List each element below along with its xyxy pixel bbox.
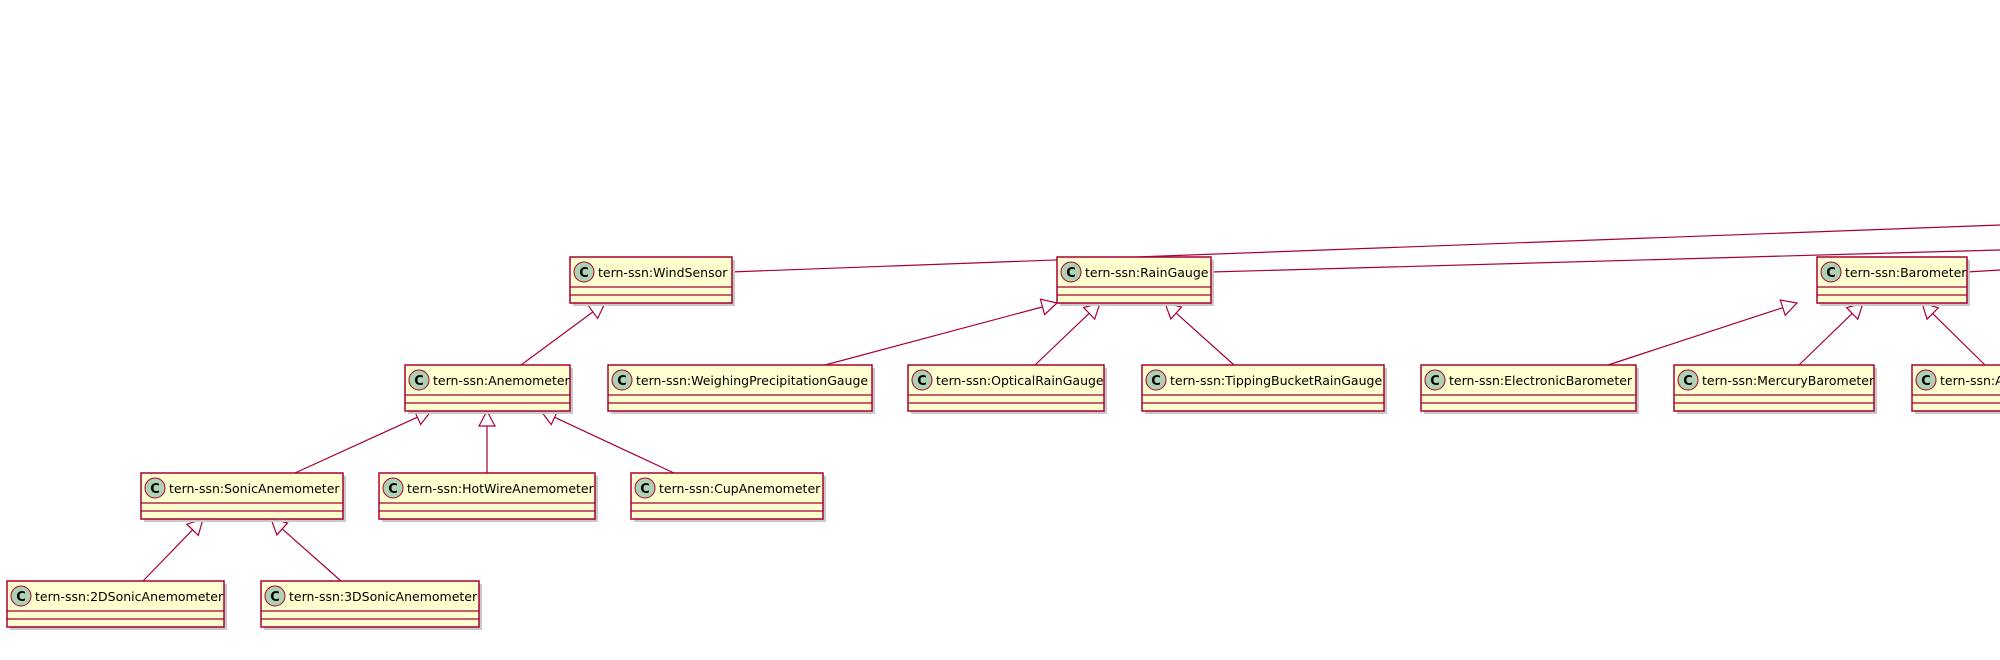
class-box: [569, 256, 733, 304]
class-stereotype-letter: C: [270, 590, 280, 605]
class-stereotype-letter: C: [640, 482, 650, 497]
class-stereotype-icon: [573, 261, 595, 283]
offscreen-link-windsensor: [729, 224, 2000, 273]
class-box: [1056, 256, 1212, 304]
class-stereotype-icon: [1677, 369, 1699, 391]
class-stereotype-icon: [144, 477, 166, 499]
generalization-edge-sonic-to-anemometer: [294, 416, 418, 474]
class-stereotype-letter: C: [1826, 266, 1836, 281]
inheritance-arrowhead-barometer: [1779, 299, 1799, 317]
class-name-label: tern-ssn:SonicAnemometer: [169, 481, 340, 496]
generalization-edge-weighing-to-raingauge: [824, 306, 1043, 366]
class-box: [140, 472, 344, 520]
class-name-label: tern-ssn:A: [1940, 373, 2000, 388]
class-name-label: tern-ssn:RainGauge: [1085, 265, 1209, 280]
class-box: [260, 580, 480, 628]
class-box: [630, 472, 824, 520]
class-stereotype-icon: [634, 477, 656, 499]
class-stereotype-letter: C: [1921, 374, 1931, 389]
class-name-label: tern-ssn:HotWireAnemometer: [407, 481, 595, 496]
inheritance-arrowhead-anemometer: [478, 409, 496, 427]
generalization-edge-tipping-to-raingauge: [1175, 312, 1235, 366]
class-name-label: tern-ssn:Anemometer: [433, 373, 571, 388]
class-name-label: tern-ssn:CupAnemometer: [659, 481, 821, 496]
generalization-edge-anemometer-to-windsensor: [520, 311, 594, 366]
class-stereotype-letter: C: [388, 482, 398, 497]
edges-layer: [142, 224, 2000, 582]
class-box: [1816, 256, 1968, 304]
generalization-edge-sonic2d-to-sonic: [142, 529, 193, 582]
class-name-label: tern-ssn:TippingBucketRainGauge: [1170, 373, 1382, 388]
class-stereotype-icon: [1145, 369, 1167, 391]
generalization-edge-cup-to-anemometer: [554, 416, 675, 474]
generalization-edge-optical-to-raingauge: [1034, 312, 1090, 366]
class-stereotype-letter: C: [1683, 374, 1693, 389]
class-stereotype-icon: [10, 585, 32, 607]
class-stereotype-icon: [1424, 369, 1446, 391]
class-box: [607, 364, 873, 412]
class-box: [404, 364, 571, 412]
inheritance-arrowhead-raingauge: [1039, 298, 1059, 316]
class-box: [1141, 364, 1385, 412]
class-name-label: tern-ssn:WindSensor: [598, 265, 728, 280]
class-name-label: tern-ssn:3DSonicAnemometer: [289, 589, 478, 604]
class-name-label: tern-ssn:OpticalRainGauge: [936, 373, 1104, 388]
class-stereotype-icon: [611, 369, 633, 391]
generalization-edge-sonic3d-to-sonic: [281, 528, 342, 582]
class-stereotype-icon: [264, 585, 286, 607]
class-box: [378, 472, 596, 520]
class-stereotype-icon: [1820, 261, 1842, 283]
class-stereotype-icon: [408, 369, 430, 391]
class-stereotype-icon: [1060, 261, 1082, 283]
generalization-edge-aneroid-to-barometer: [1932, 313, 1986, 366]
class-name-label: tern-ssn:ElectronicBarometer: [1449, 373, 1633, 388]
class-stereotype-icon: [382, 477, 404, 499]
class-box: [1420, 364, 1637, 412]
class-stereotype-letter: C: [150, 482, 160, 497]
generalization-edge-electronic-to-barometer: [1607, 307, 1783, 366]
class-stereotype-icon: [911, 369, 933, 391]
offscreen-link-raingauge: [1210, 249, 2000, 273]
class-stereotype-letter: C: [617, 374, 627, 389]
class-name-label: tern-ssn:WeighingPrecipitationGauge: [636, 373, 868, 388]
class-stereotype-letter: C: [414, 374, 424, 389]
class-box: [1673, 364, 1875, 412]
generalization-edge-mercury-to-barometer: [1798, 313, 1853, 366]
class-stereotype-letter: C: [1151, 374, 1161, 389]
class-box: [6, 580, 225, 628]
class-box: [907, 364, 1105, 412]
class-name-label: tern-ssn:2DSonicAnemometer: [35, 589, 224, 604]
class-name-label: tern-ssn:MercuryBarometer: [1702, 373, 1875, 388]
class-stereotype-letter: C: [1430, 374, 1440, 389]
class-stereotype-letter: C: [917, 374, 927, 389]
class-name-label: tern-ssn:Barometer: [1845, 265, 1967, 280]
class-stereotype-letter: C: [579, 266, 589, 281]
class-stereotype-icon: [1915, 369, 1937, 391]
class-stereotype-letter: C: [1066, 266, 1076, 281]
class-stereotype-letter: C: [16, 590, 26, 605]
offscreen-link-barometer: [1966, 269, 2000, 273]
